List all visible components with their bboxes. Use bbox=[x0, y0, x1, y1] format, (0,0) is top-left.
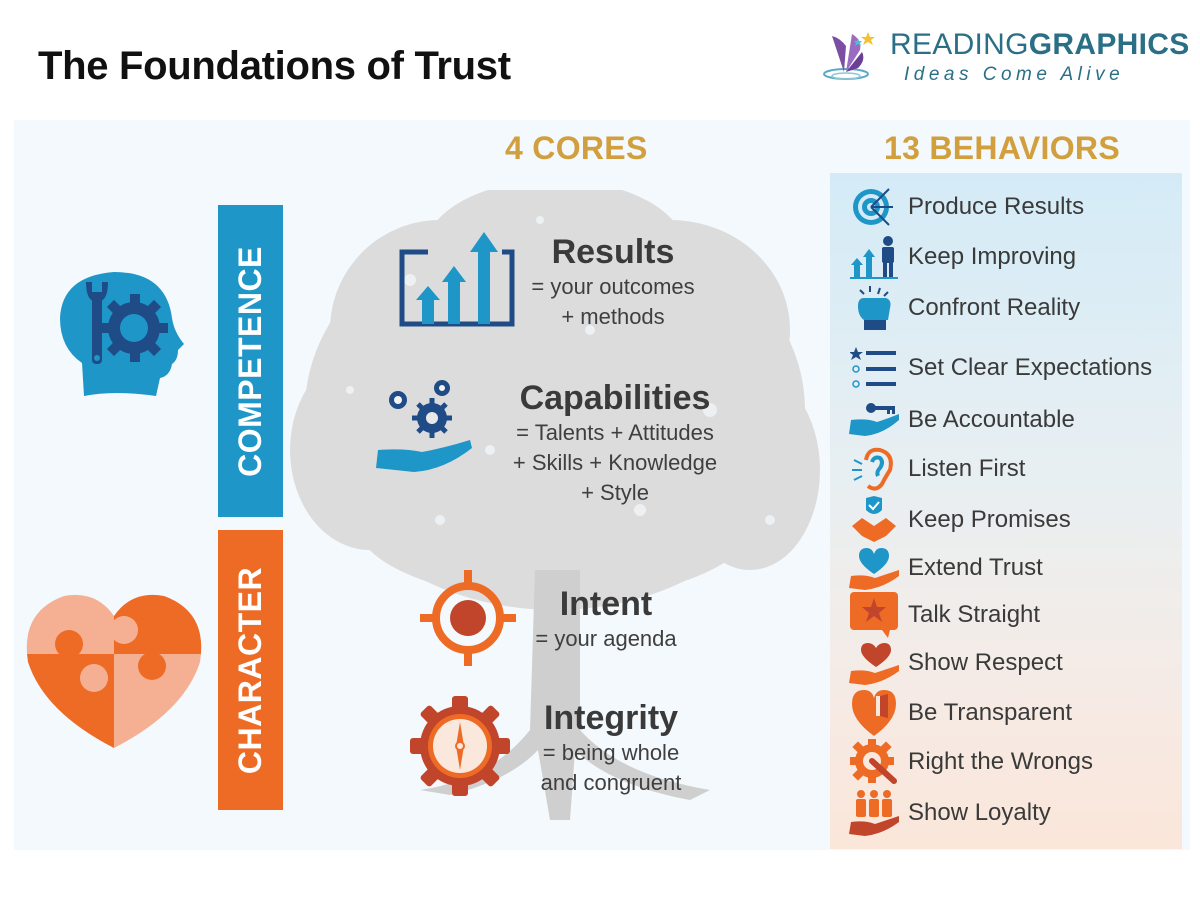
behavior-item: Right the Wrongs bbox=[830, 739, 1182, 784]
head-gear-wrench-icon bbox=[60, 272, 184, 396]
logo-word-bold: GRAPHICS bbox=[1028, 28, 1190, 61]
core-desc-line: = Talents + Attitudes bbox=[516, 420, 714, 445]
core-desc-line: = your outcomes bbox=[531, 274, 695, 299]
logo-tagline: Ideas Come Alive bbox=[904, 64, 1125, 85]
behavior-label: Produce Results bbox=[908, 193, 1085, 220]
core-intent: Intent = your agenda bbox=[510, 584, 702, 654]
competence-band: COMPETENCE bbox=[218, 205, 283, 517]
behavior-item: Be Accountable bbox=[830, 398, 1182, 442]
handshake-badge-icon bbox=[852, 496, 896, 542]
gear-wrench-icon bbox=[850, 739, 897, 784]
behavior-label: Extend Trust bbox=[908, 554, 1043, 581]
behavior-item: Set Clear Expectations bbox=[830, 346, 1182, 390]
behavior-item: Be Transparent bbox=[830, 690, 1182, 736]
target-arrows-icon bbox=[853, 188, 893, 226]
core-desc-line: = being whole bbox=[542, 740, 680, 765]
character-label: CHARACTER bbox=[232, 566, 268, 774]
core-title: Intent bbox=[559, 585, 653, 623]
behavior-item: Talk Straight bbox=[830, 592, 1182, 638]
core-title: Integrity bbox=[543, 699, 679, 737]
behavior-item: Keep Improving bbox=[830, 235, 1182, 279]
heart-door-icon bbox=[852, 690, 896, 736]
hand-key-icon bbox=[849, 403, 899, 436]
behavior-item: Extend Trust bbox=[830, 546, 1182, 590]
behavior-item: Show Respect bbox=[830, 641, 1182, 685]
behavior-item: Show Loyalty bbox=[830, 790, 1182, 836]
hand-people-icon bbox=[849, 790, 899, 836]
speech-star-icon bbox=[850, 592, 898, 638]
behaviors-heading: 13 BEHAVIORS bbox=[884, 130, 1120, 166]
tree-background-icon bbox=[290, 190, 820, 820]
logo: READINGGRAPHICS Ideas Come Alive bbox=[822, 24, 1189, 88]
checklist-star-icon bbox=[850, 347, 896, 388]
behavior-label: Confront Reality bbox=[908, 294, 1081, 321]
puzzle-heart-icon bbox=[26, 594, 202, 748]
ear-icon bbox=[852, 447, 893, 491]
core-desc-line: + methods bbox=[561, 304, 665, 329]
cores-heading: 4 CORES bbox=[505, 130, 648, 166]
core-title: Capabilities bbox=[519, 379, 711, 417]
behavior-label: Keep Promises bbox=[908, 506, 1071, 533]
core-desc-line: = your agenda bbox=[535, 626, 677, 651]
behavior-label: Talk Straight bbox=[908, 601, 1041, 628]
behavior-label: Keep Improving bbox=[908, 243, 1077, 270]
hand-heart-icon bbox=[849, 548, 899, 590]
behavior-item: Listen First bbox=[830, 447, 1182, 491]
core-desc-line: and congruent bbox=[540, 770, 682, 795]
logo-word-light: READING bbox=[890, 28, 1029, 61]
core-desc-line: + Skills + Knowledge bbox=[512, 450, 718, 475]
behavior-label: Show Respect bbox=[908, 649, 1063, 676]
gear-compass-icon bbox=[410, 696, 510, 796]
hand-gears-icon bbox=[376, 380, 472, 472]
character-band: CHARACTER bbox=[218, 530, 283, 810]
core-desc-line: + Style bbox=[581, 480, 649, 505]
behavior-label: Listen First bbox=[908, 455, 1026, 482]
fist-icon bbox=[858, 286, 891, 330]
behavior-item: Produce Results bbox=[830, 185, 1182, 229]
hand-heart-icon bbox=[849, 643, 899, 685]
behavior-label: Right the Wrongs bbox=[908, 748, 1093, 775]
core-title: Results bbox=[551, 233, 675, 271]
core-results: Results = your outcomes + methods bbox=[500, 232, 726, 332]
core-capabilities: Capabilities = Talents + Attitudes + Ski… bbox=[490, 378, 740, 508]
behavior-label: Set Clear Expectations bbox=[908, 354, 1153, 381]
book-stars-icon bbox=[823, 32, 875, 80]
behavior-label: Show Loyalty bbox=[908, 799, 1051, 826]
competence-label: COMPETENCE bbox=[232, 245, 269, 477]
rising-chart-icon bbox=[399, 232, 515, 327]
core-integrity: Integrity = being whole and congruent bbox=[516, 698, 706, 798]
person-rising-arrows-icon bbox=[850, 236, 898, 279]
behavior-label: Be Accountable bbox=[908, 406, 1075, 433]
behavior-item: Keep Promises bbox=[830, 496, 1182, 542]
behavior-item: Confront Reality bbox=[830, 286, 1182, 330]
crosshair-target-icon bbox=[420, 570, 516, 666]
behaviors-panel: Produce Results Keep Improving Confront … bbox=[830, 173, 1182, 849]
page-title: The Foundations of Trust bbox=[38, 44, 511, 88]
behavior-label: Be Transparent bbox=[908, 699, 1073, 726]
